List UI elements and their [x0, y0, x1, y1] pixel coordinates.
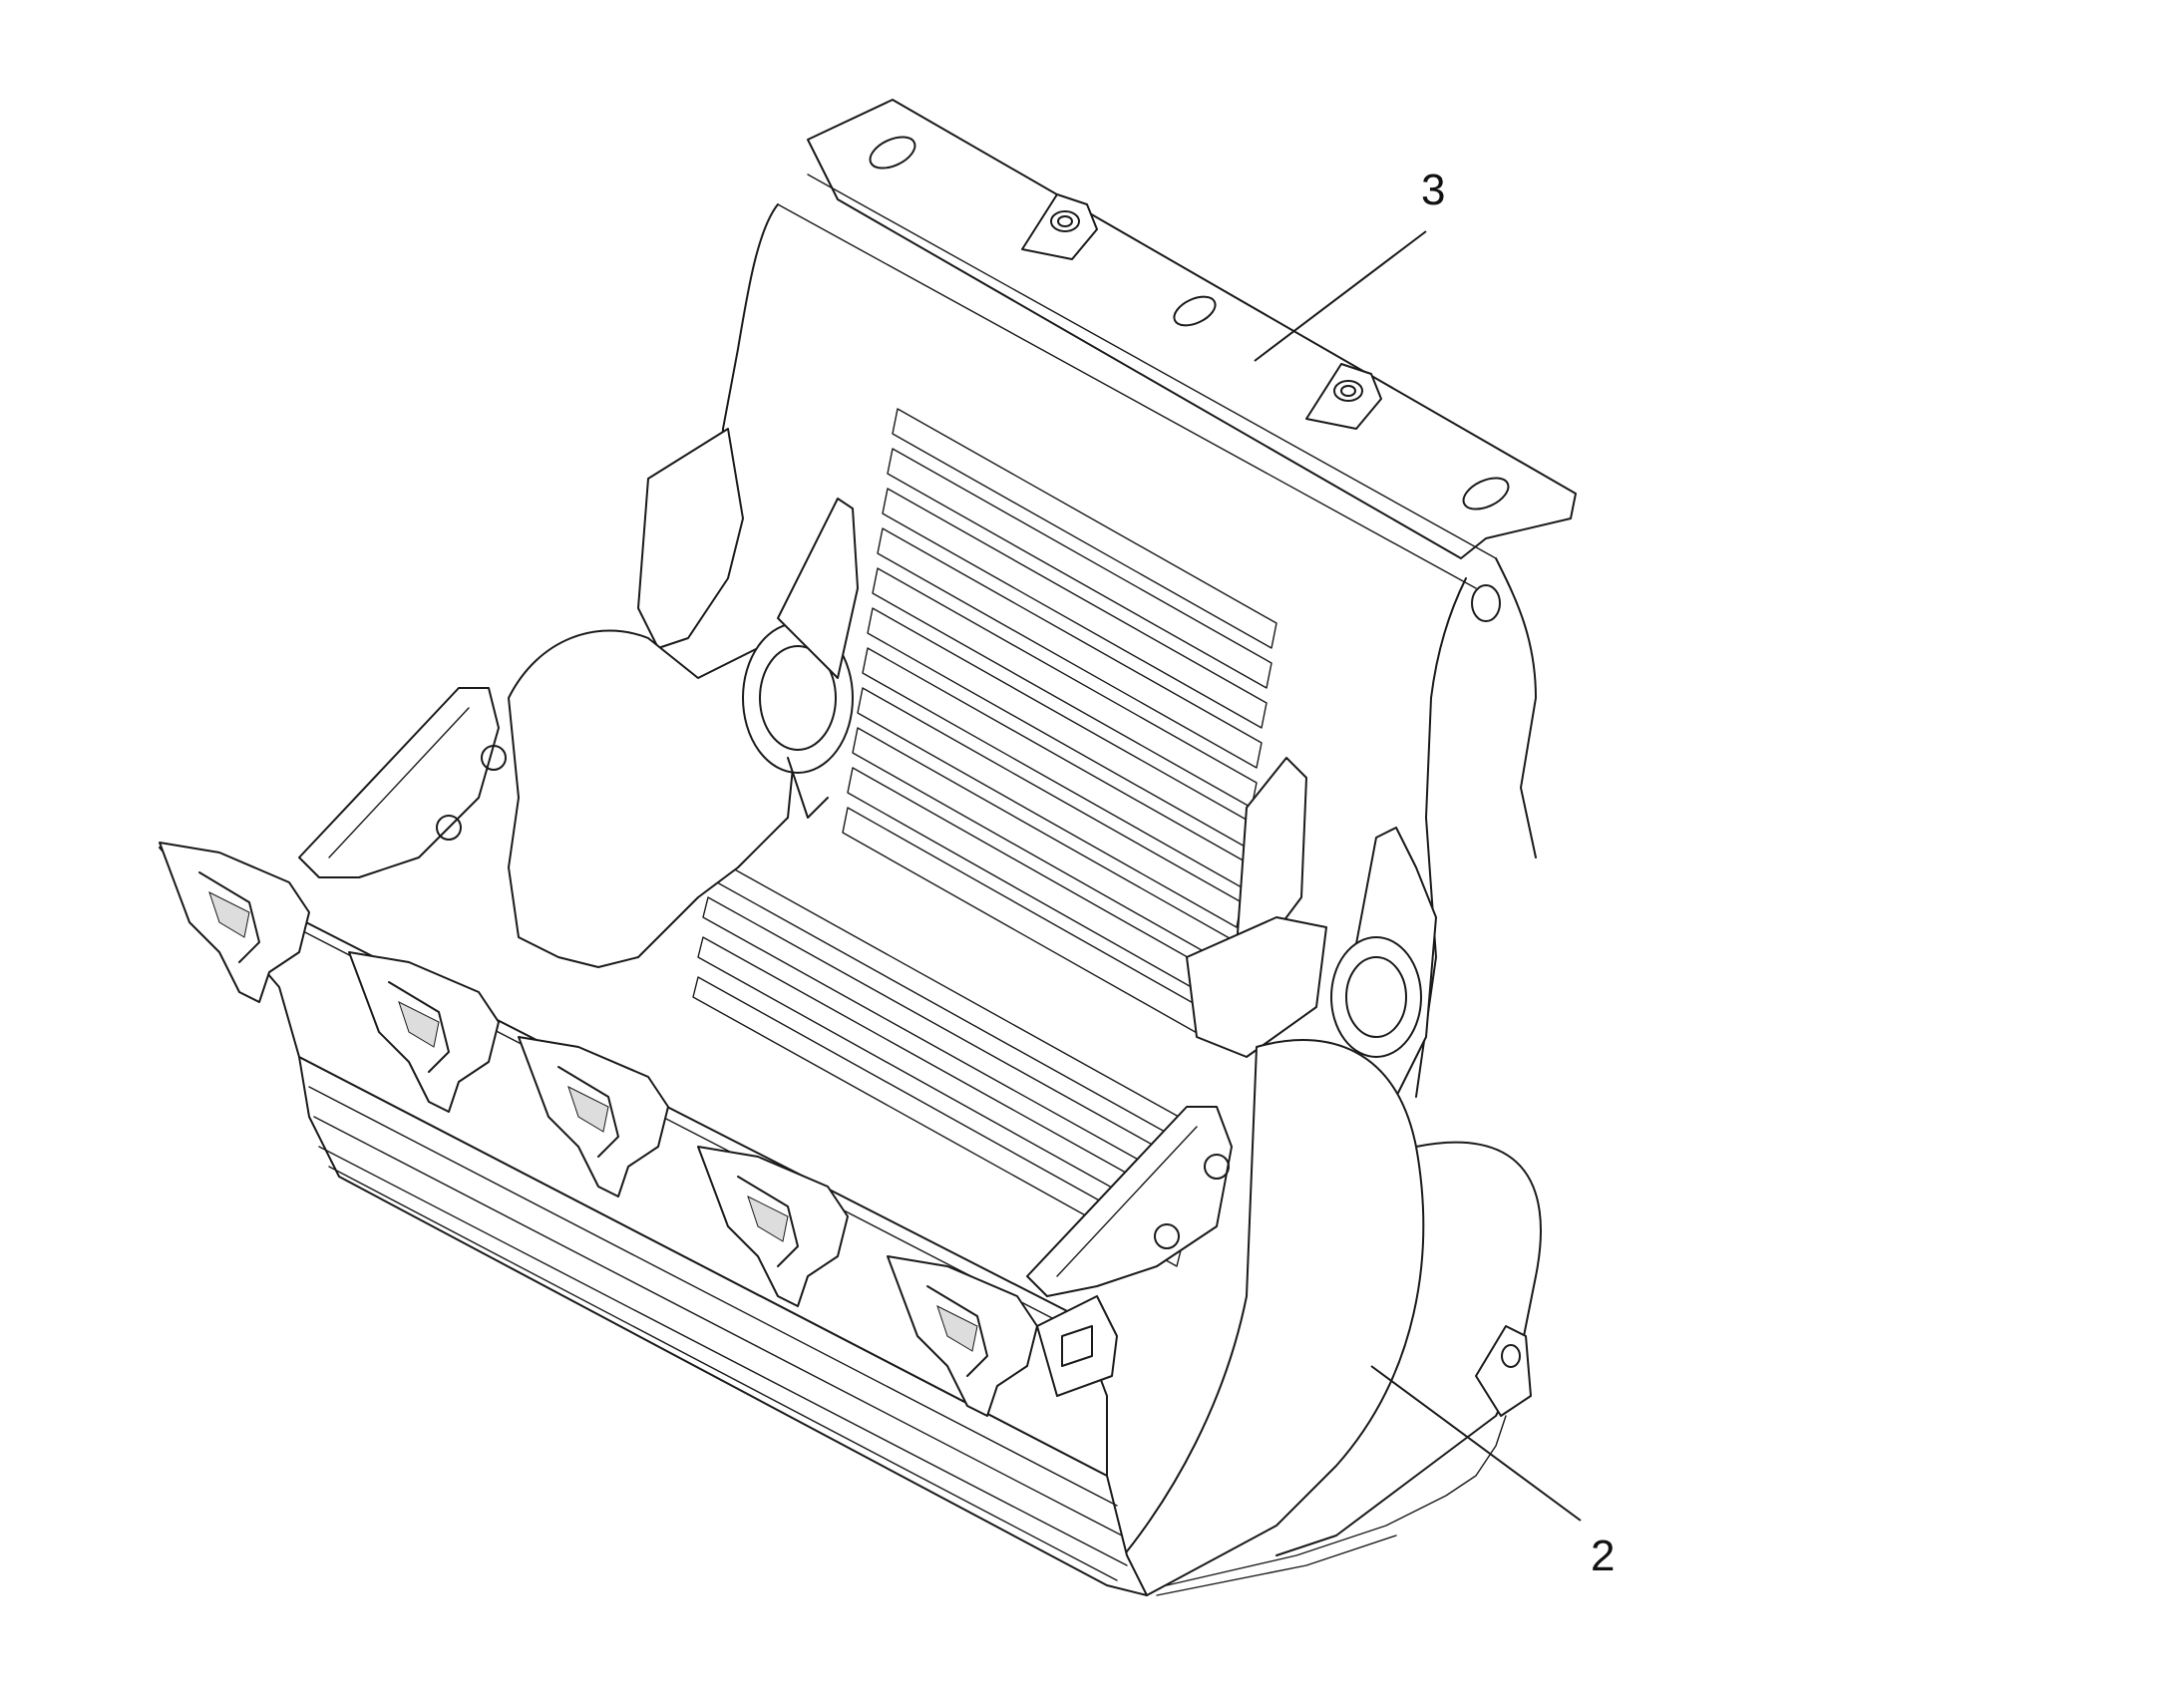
left-pivot-linkage: [508, 428, 859, 968]
left-side-arm: [298, 687, 507, 878]
callout-label-3: 3: [1421, 166, 1445, 214]
tooth: [887, 1255, 1038, 1417]
lifting-eye: [1021, 193, 1098, 260]
callout-2: 2: [1370, 1365, 1615, 1580]
tooth: [348, 951, 500, 1113]
teeth-row: [159, 842, 1118, 1417]
tooth: [159, 842, 310, 1003]
right-side-arm: [1026, 1106, 1233, 1297]
callout-label-2: 2: [1591, 1532, 1615, 1580]
callout-3: 3: [1254, 166, 1445, 362]
tooth: [697, 1146, 849, 1307]
lifting-eye: [1305, 363, 1382, 430]
tooth: [518, 1036, 669, 1197]
right-pivot-linkage: [1186, 757, 1437, 1098]
